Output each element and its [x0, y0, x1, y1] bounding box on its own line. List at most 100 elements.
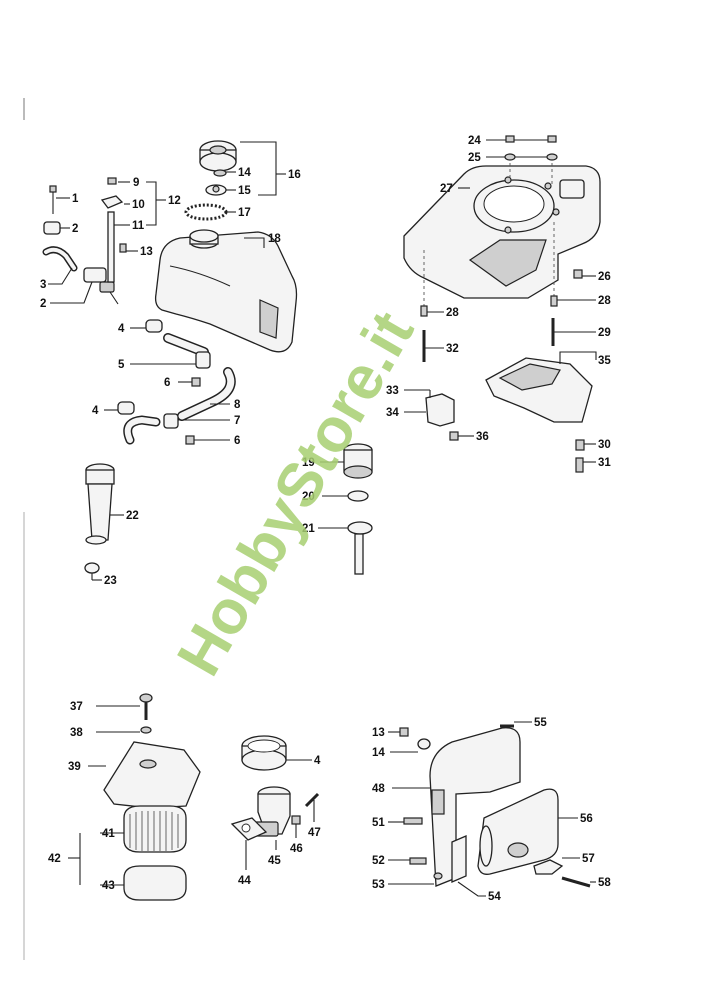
callout-44: 44 [238, 875, 251, 887]
part-8-fuel-hose [177, 367, 236, 421]
callout-13: 13 [140, 246, 153, 258]
callout-56: 56 [580, 813, 593, 825]
callout-3: 3 [40, 279, 46, 291]
bracket-16 [240, 141, 277, 196]
part-6-screw-lower [185, 435, 230, 445]
callout-35: 35 [598, 355, 611, 367]
part-58-stud [561, 876, 596, 888]
callout-6: 6 [164, 377, 170, 389]
part-54-bracket [451, 835, 486, 897]
adapter-group [230, 735, 320, 870]
part-20-washer [322, 490, 369, 502]
callout-47: 47 [308, 827, 321, 839]
part-27-blower-housing [403, 165, 601, 299]
callout-2: 2 [40, 298, 46, 310]
callout-18: 18 [268, 233, 281, 245]
callout-13: 13 [372, 727, 385, 739]
part-14-washer [390, 738, 431, 753]
callout-39: 39 [68, 761, 81, 773]
part-39-cover [88, 741, 201, 809]
part-31-bolt [575, 457, 596, 473]
callout-58: 58 [598, 877, 611, 889]
part-56-muffler [477, 788, 578, 875]
callout-57: 57 [582, 853, 595, 865]
part-3-hose [42, 246, 78, 285]
part-hose-lower [123, 415, 161, 445]
callout-15: 15 [238, 185, 251, 197]
part-47-stud [304, 792, 320, 822]
callout-54: 54 [488, 891, 501, 903]
part-16-tank-cap [199, 140, 237, 172]
part-9-11-valve-assembly [100, 177, 138, 283]
callout-labels: 1 2 3 2 9 10 11 12 13 14 15 16 17 18 4 5… [40, 135, 611, 903]
part-25-washers [486, 153, 558, 161]
part-26-nut [573, 269, 596, 279]
callout-51: 51 [372, 817, 385, 829]
callout-8: 8 [234, 399, 241, 411]
part-29-bolt [551, 318, 596, 346]
callout-36: 36 [476, 431, 489, 443]
part-28-stud-left [420, 305, 444, 317]
part-51-bolt [388, 817, 423, 825]
callout-9: 9 [133, 177, 139, 189]
part-4-ring [241, 735, 312, 771]
part-18-fuel-tank [154, 229, 298, 353]
part-44-gasket [230, 817, 268, 870]
part-32-bolt [422, 330, 444, 362]
callout-30: 30 [598, 439, 611, 451]
part-hose-upper [163, 333, 209, 357]
part-14-gasket [213, 169, 236, 177]
callout-28: 28 [598, 295, 611, 307]
part-22-filler-neck [85, 463, 124, 545]
part-23-seal [84, 562, 102, 581]
callout-48: 48 [372, 783, 385, 795]
callout-55: 55 [534, 717, 547, 729]
callout-45: 45 [268, 855, 281, 867]
part-1-bolt [49, 185, 70, 214]
callout-6: 6 [234, 435, 240, 447]
callout-10: 10 [132, 199, 145, 211]
callout-5: 5 [118, 359, 125, 371]
part-15-cap-filter [205, 184, 236, 196]
callout-14: 14 [372, 747, 385, 759]
part-17-ring [184, 203, 236, 221]
callout-16: 16 [288, 169, 301, 181]
part-13-screw [388, 727, 409, 737]
callout-41: 41 [102, 828, 115, 840]
part-33-34-bracket [404, 389, 455, 427]
callout-1: 1 [72, 193, 79, 205]
callout-28: 28 [446, 307, 459, 319]
part-30-spacer [575, 439, 596, 451]
part-24-nuts [486, 135, 557, 143]
callout-53: 53 [372, 879, 385, 891]
callout-32: 32 [446, 343, 459, 355]
part-28-stud-right [550, 295, 596, 307]
callout-2: 2 [72, 223, 78, 235]
part-35-baffle [485, 351, 597, 423]
callout-4: 4 [92, 405, 99, 417]
callout-43: 43 [102, 880, 115, 892]
part-4-clamp [130, 319, 163, 333]
callout-31: 31 [598, 457, 611, 469]
callout-33: 33 [386, 385, 399, 397]
callout-38: 38 [70, 727, 83, 739]
part-2-fuel-tap [50, 267, 119, 305]
part-38-washer [96, 726, 152, 734]
strainer-group [318, 443, 373, 575]
callout-17: 17 [238, 207, 251, 219]
callout-22: 22 [126, 510, 139, 522]
callout-14: 14 [238, 167, 251, 179]
callout-37: 37 [70, 701, 83, 713]
callout-42: 42 [48, 853, 61, 865]
part-43-prefilter [100, 865, 187, 901]
part-36-screw [449, 431, 474, 441]
part-41-filter-element [100, 805, 187, 853]
callout-24: 24 [468, 135, 481, 147]
part-6-screw-upper [178, 377, 201, 387]
callout-12: 12 [168, 195, 181, 207]
callout-7: 7 [234, 415, 240, 427]
callout-46: 46 [290, 843, 303, 855]
callout-20: 20 [302, 491, 315, 503]
callout-25: 25 [468, 152, 481, 164]
